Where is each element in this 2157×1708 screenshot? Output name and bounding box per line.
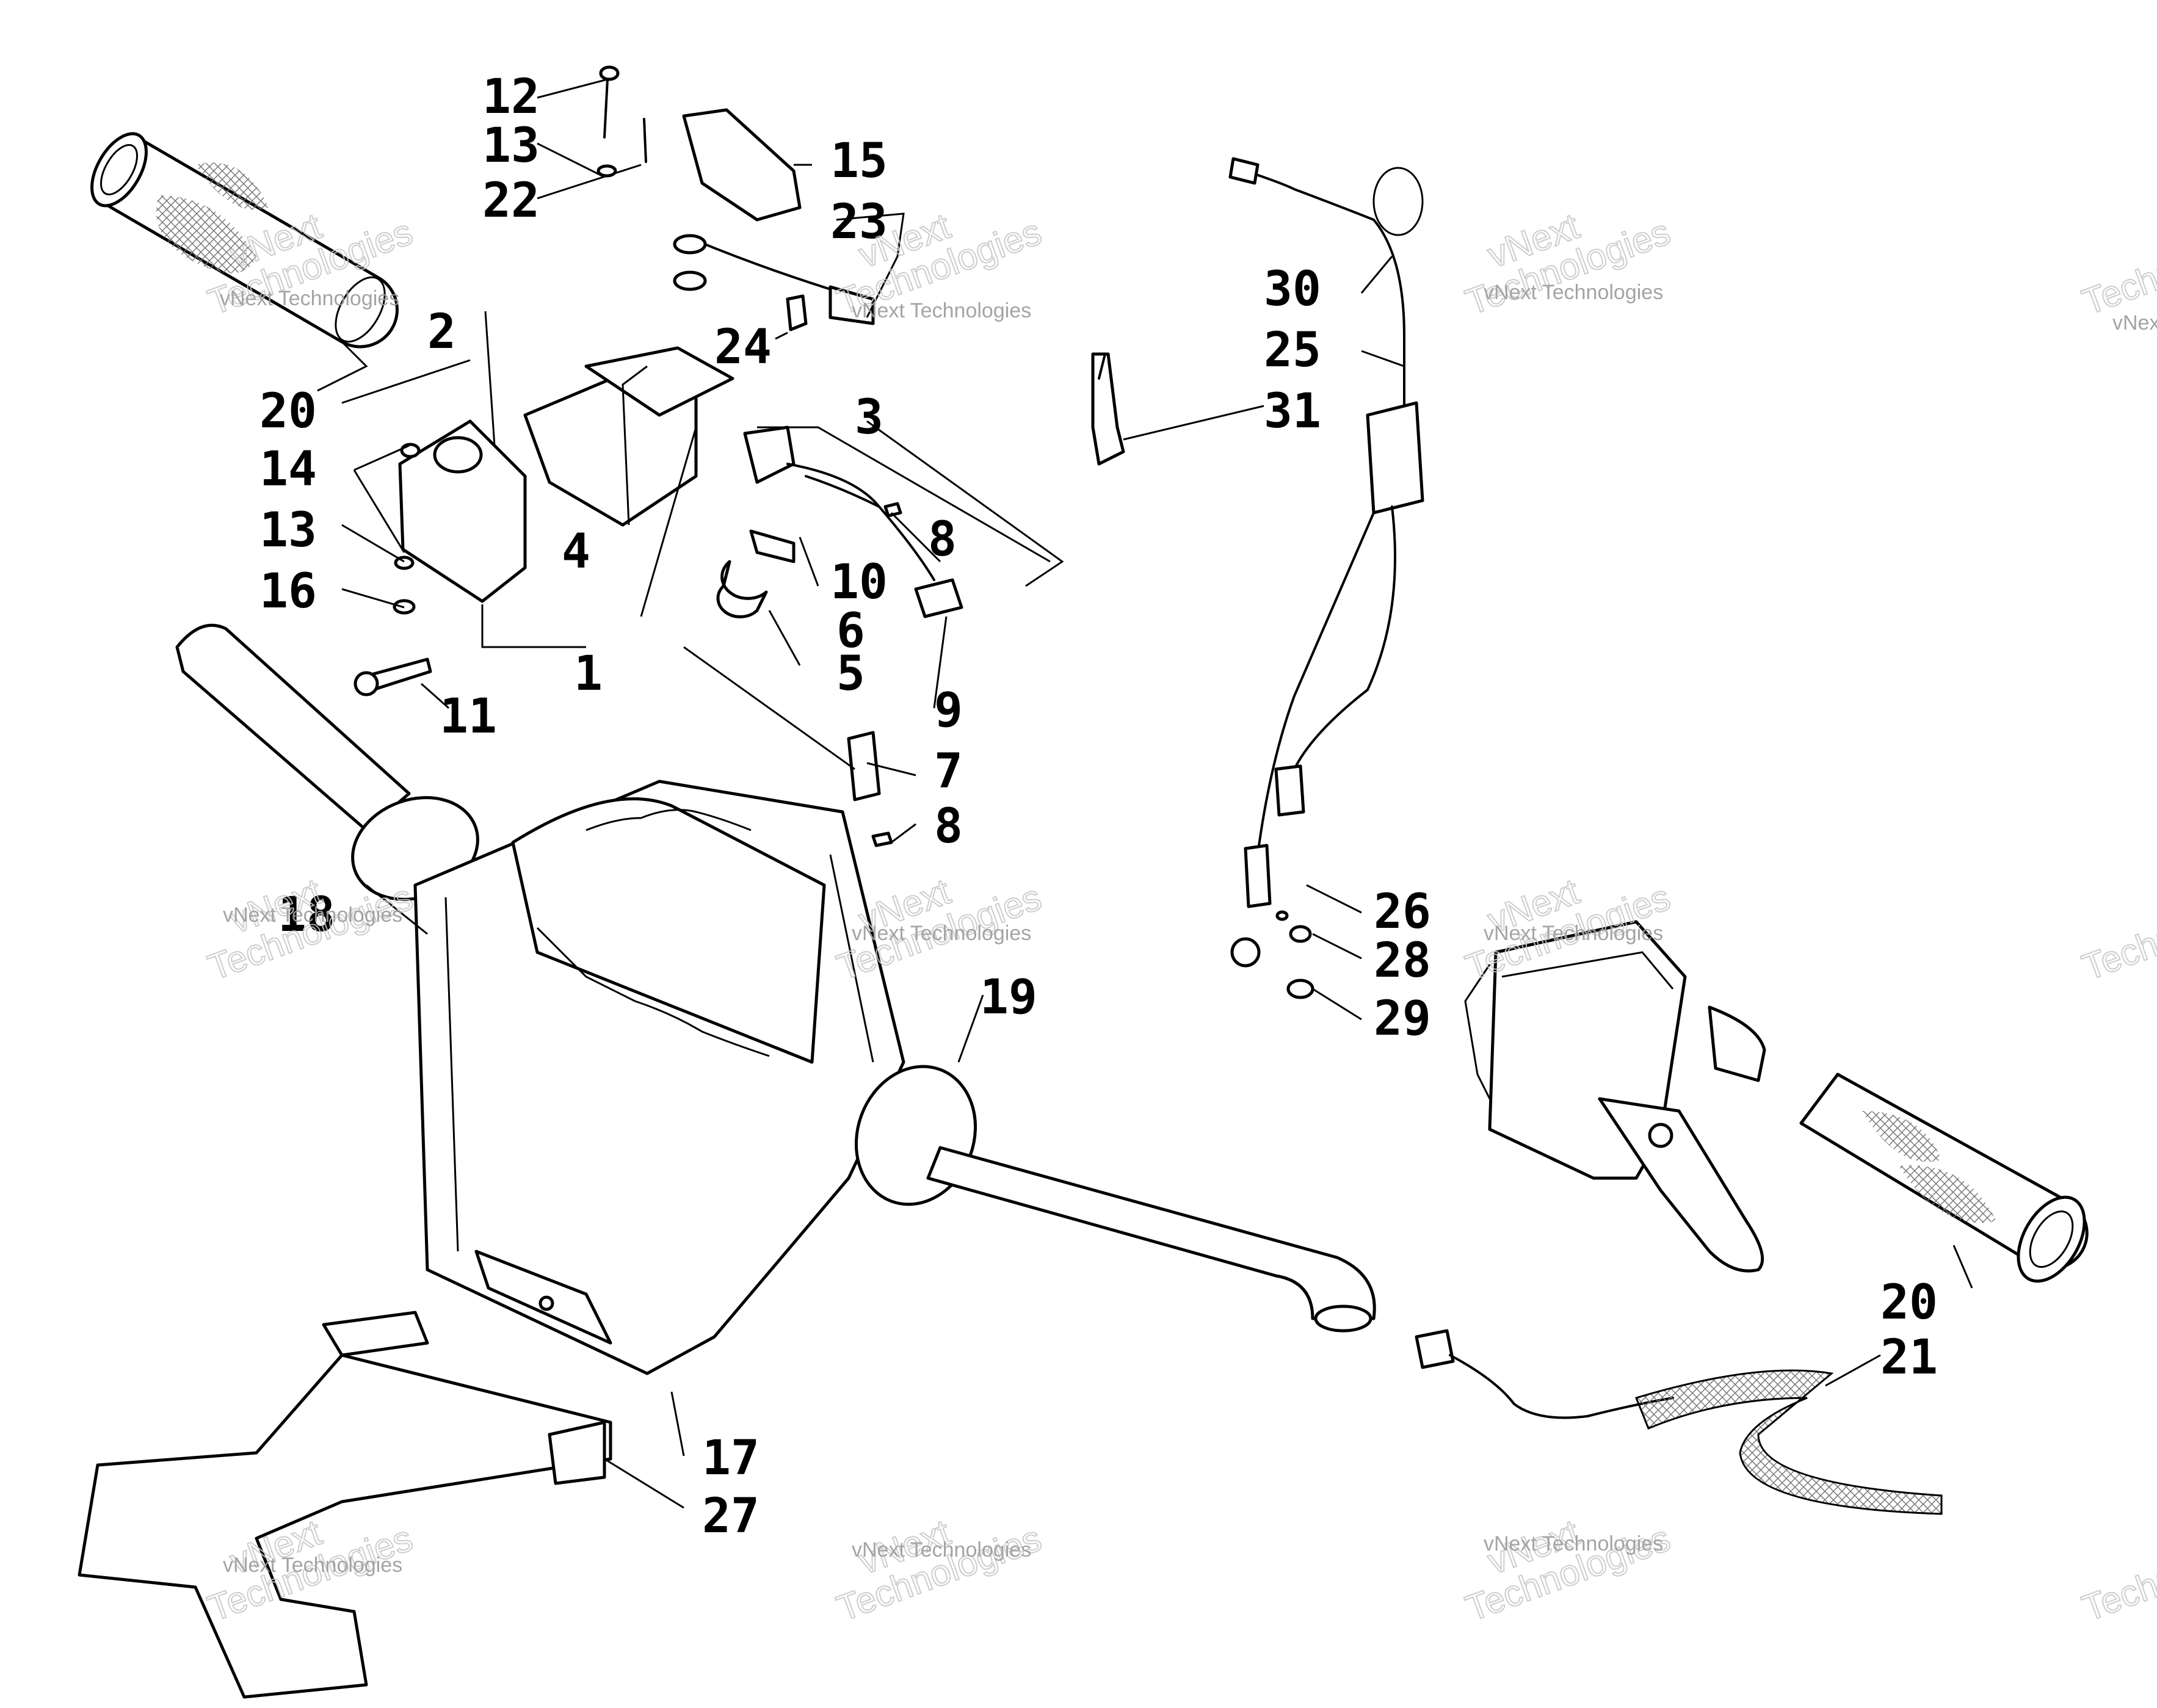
label-part-14: 14 (259, 442, 317, 497)
right-grip (1799, 1073, 2089, 1283)
pad (78, 1311, 612, 1699)
label-part-6: 6 (836, 604, 865, 659)
label-part-17: 17 (702, 1431, 759, 1486)
heater-wire (1415, 1329, 1943, 1515)
label-part-24: 24 (714, 320, 772, 375)
label-part-8a: 8 (928, 512, 957, 567)
label-part-13a: 13 (482, 118, 540, 173)
watermark-text: vNext Technologies (852, 922, 1031, 945)
label-part-4: 4 (562, 524, 590, 579)
watermark-text: vNext Technologies (1484, 922, 1663, 945)
throttle-cable (1091, 157, 1424, 908)
watermark: Technologies (2076, 1517, 2157, 1630)
watermark: Technologies (2076, 211, 2157, 324)
label-part-2: 2 (427, 305, 456, 360)
brake-master-cylinder (1464, 920, 1766, 1273)
label-part-19: 19 (980, 970, 1037, 1025)
bracket-assembly (596, 65, 875, 331)
label-part-10: 10 (830, 555, 888, 610)
label-part-29: 29 (1374, 991, 1431, 1046)
watermark-text: vNext Technologies (852, 299, 1031, 322)
screw-and-small-parts (353, 443, 902, 847)
label-part-7: 7 (934, 744, 963, 799)
label-part-1: 1 (574, 646, 603, 701)
label-part-13b: 13 (259, 503, 317, 558)
label-part-22: 22 (482, 173, 540, 228)
watermark: vNext Technologies (1460, 1511, 1676, 1629)
watermark-text: vNext Technologies (223, 903, 402, 927)
watermark-text: vNext (2112, 311, 2157, 335)
label-part-20a: 20 (259, 384, 317, 439)
label-part-27: 27 (702, 1489, 759, 1544)
label-part-28: 28 (1374, 933, 1431, 988)
label-part-16: 16 (259, 564, 317, 619)
watermark-text: vNext Technologies (223, 1554, 402, 1577)
watermark-text: vNext Technologies (220, 287, 399, 310)
svg-text:Technologies: Technologies (2077, 1518, 2157, 1629)
svg-text:Technologies: Technologies (2077, 877, 2157, 988)
switch-housing (398, 346, 963, 618)
watermark-text: vNext Technologies (1484, 1532, 1663, 1555)
handlebar (175, 623, 1376, 1375)
label-part-3: 3 (855, 390, 883, 445)
label-part-26: 26 (1374, 885, 1431, 939)
watermark-text: vNext Technologies (852, 1538, 1031, 1561)
label-part-9: 9 (934, 683, 963, 738)
small-fittings (1230, 910, 1314, 999)
watermarks: vNext Technologies vNext Technologies vN… (202, 204, 2157, 1630)
label-part-18: 18 (278, 888, 335, 943)
label-part-20b: 20 (1880, 1275, 1938, 1330)
left-grip (90, 132, 399, 349)
label-part-11: 11 (440, 689, 497, 744)
watermark-text: vNext Technologies (1484, 281, 1663, 304)
part-labels: 1 2 3 4 5 6 7 8 8 9 10 11 12 13 13 14 15… (259, 70, 1938, 1544)
label-part-21: 21 (1880, 1330, 1938, 1385)
label-part-30: 30 (1264, 262, 1321, 317)
svg-text:Technologies: Technologies (2077, 211, 2157, 323)
label-part-25: 25 (1264, 323, 1321, 378)
label-part-12: 12 (482, 70, 540, 125)
leader-lines (317, 78, 1973, 1509)
label-part-31: 31 (1264, 384, 1321, 439)
label-part-23: 23 (830, 195, 888, 250)
label-part-15: 15 (830, 134, 888, 189)
watermark: Technologies (2076, 876, 2157, 989)
label-part-8b: 8 (934, 799, 963, 854)
label-part-5: 5 (836, 646, 865, 701)
